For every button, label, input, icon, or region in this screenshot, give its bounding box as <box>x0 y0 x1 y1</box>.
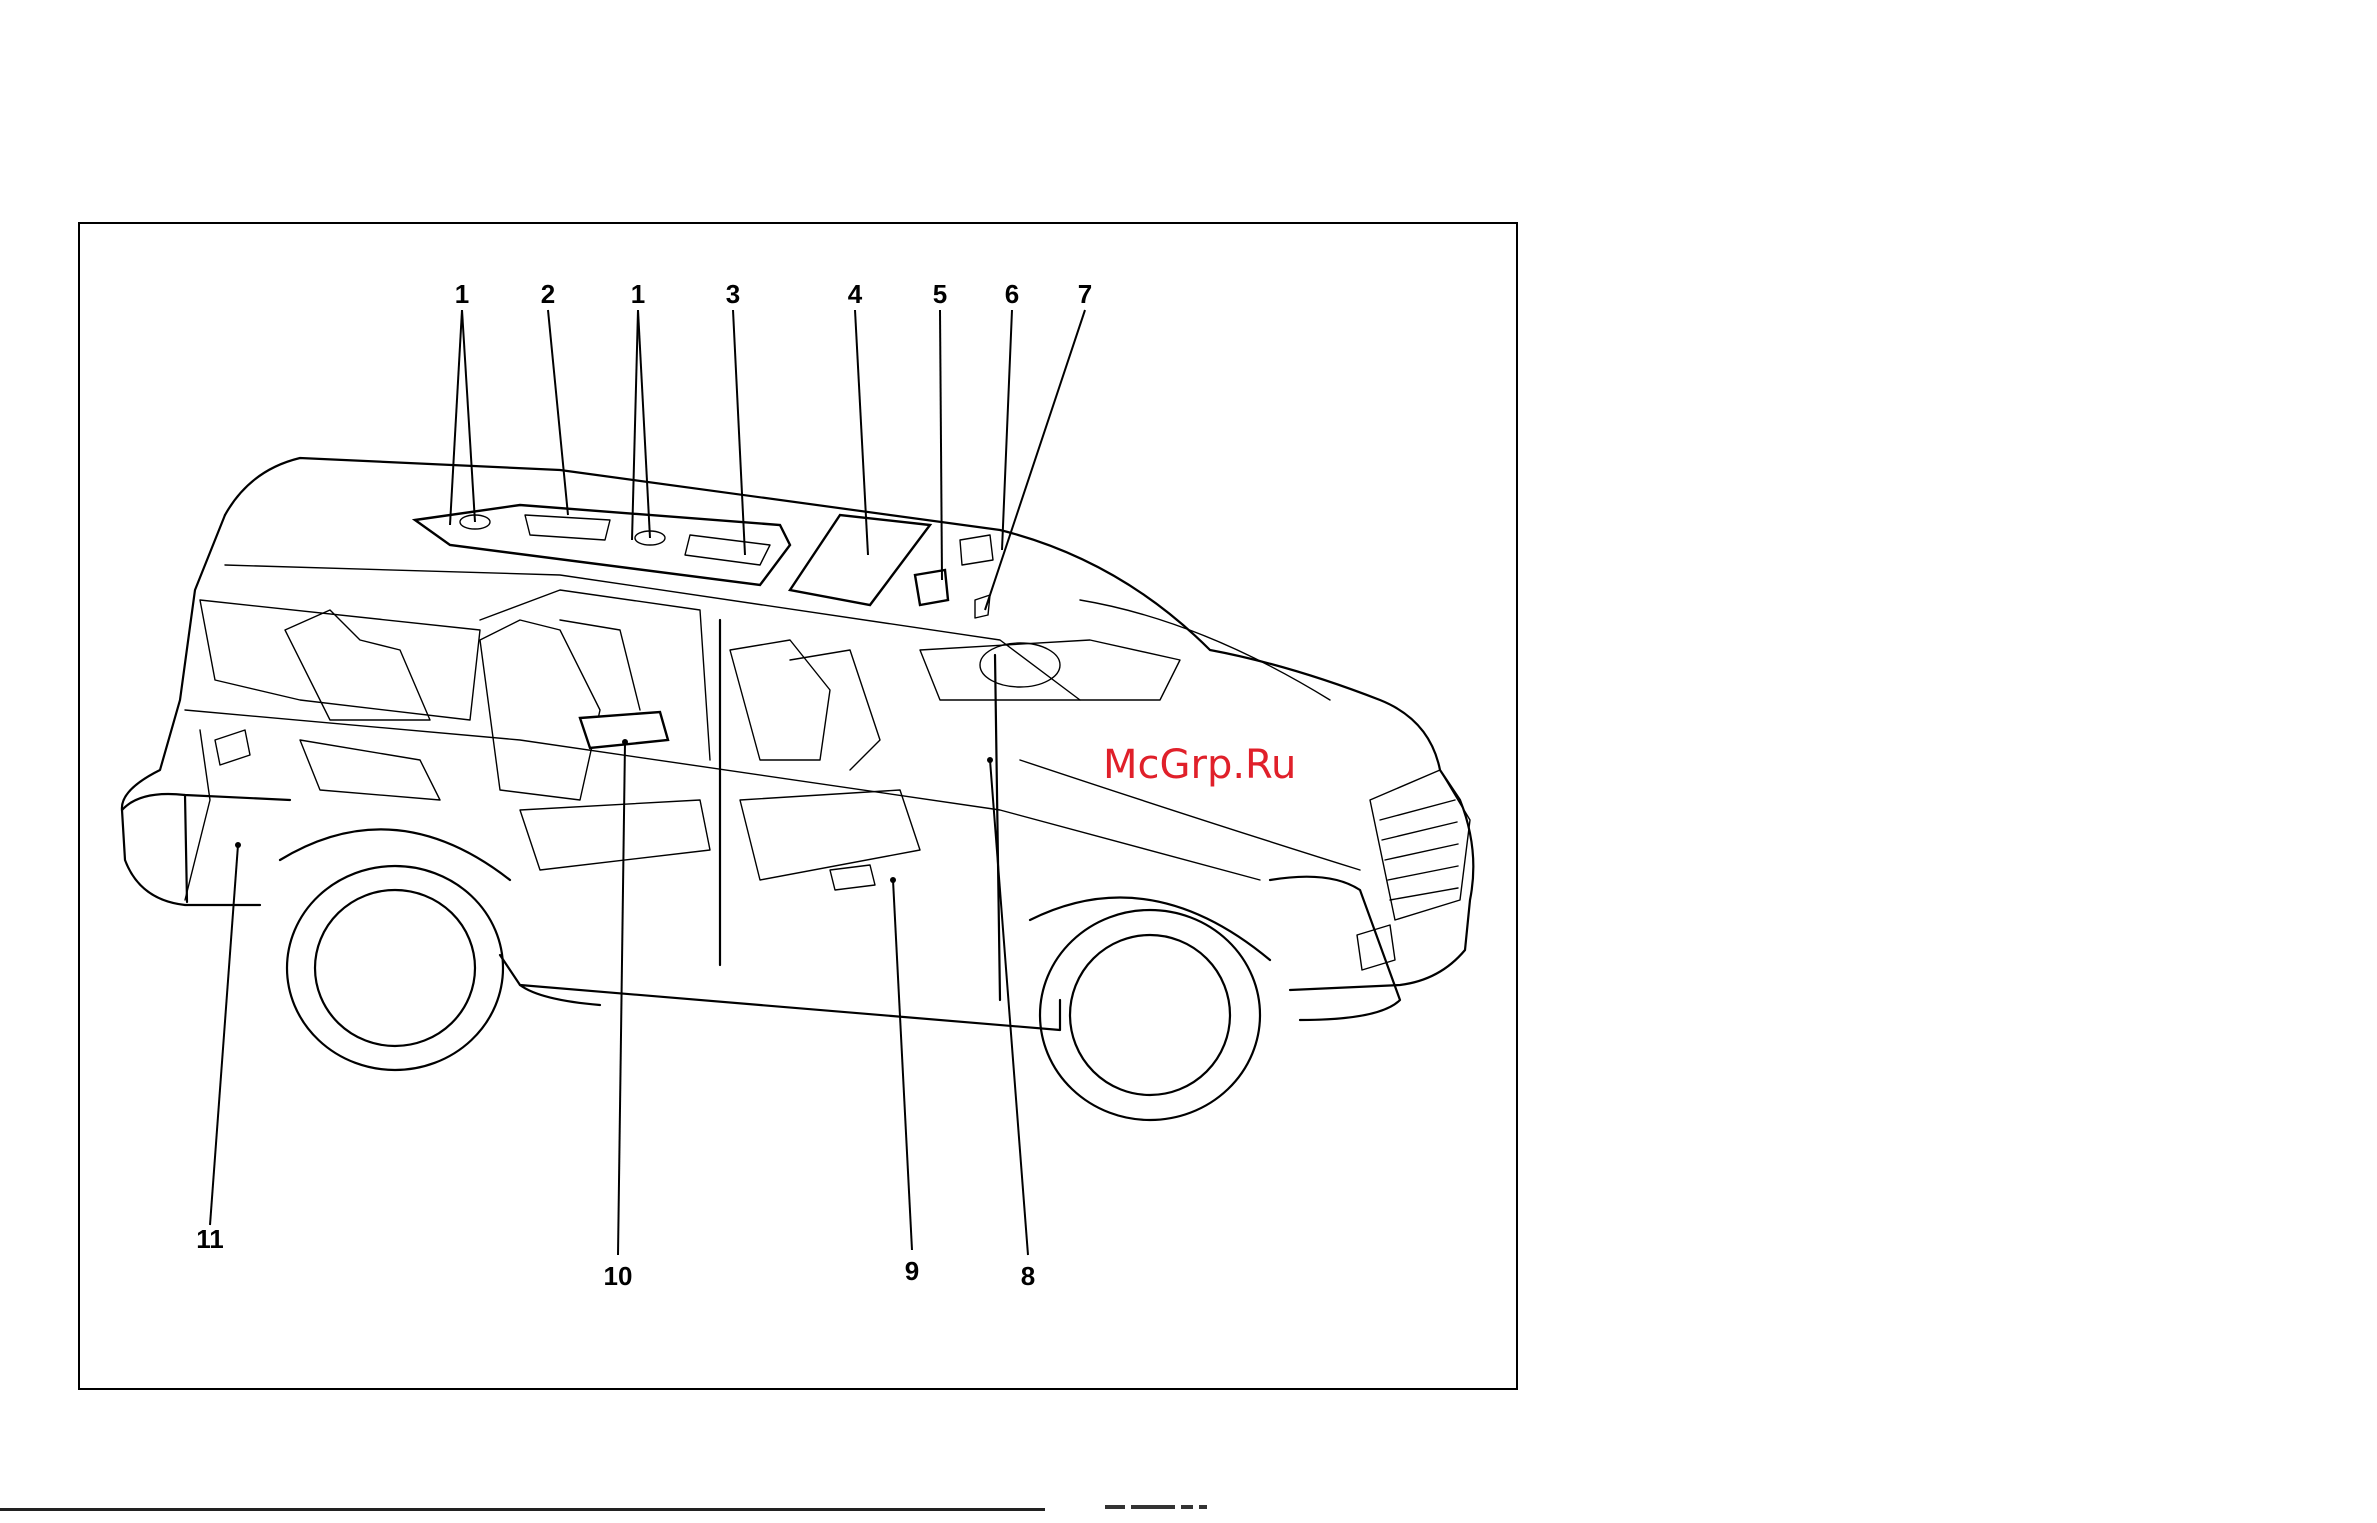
callout-10: 10 <box>604 1261 633 1291</box>
callout-7: 7 <box>1078 279 1092 309</box>
callout-6: 6 <box>1005 279 1019 309</box>
leader-lines <box>210 310 1085 1255</box>
callout-11: 11 <box>196 1224 224 1254</box>
dashboard <box>920 640 1180 700</box>
callout-1b: 1 <box>631 279 645 309</box>
callout-2: 2 <box>541 279 555 309</box>
callout-9: 9 <box>905 1256 919 1286</box>
sunroof-panel <box>790 515 930 605</box>
callout-4: 4 <box>848 279 863 309</box>
footer-rule <box>0 1508 1045 1511</box>
front-sensor-module <box>915 535 993 618</box>
callout-5: 5 <box>933 279 947 309</box>
callout-1a: 1 <box>455 279 469 309</box>
front-wheel <box>1030 898 1270 1121</box>
callout-8: 8 <box>1021 1261 1035 1291</box>
callout-3: 3 <box>726 279 740 309</box>
front-seat <box>730 640 920 880</box>
watermark-text: McGrp.Ru <box>1103 742 1296 788</box>
third-row-seat <box>285 610 440 800</box>
seat-control-unit <box>830 865 875 890</box>
footer-fragment <box>1105 1505 1245 1511</box>
rear-wheel <box>280 829 510 1070</box>
